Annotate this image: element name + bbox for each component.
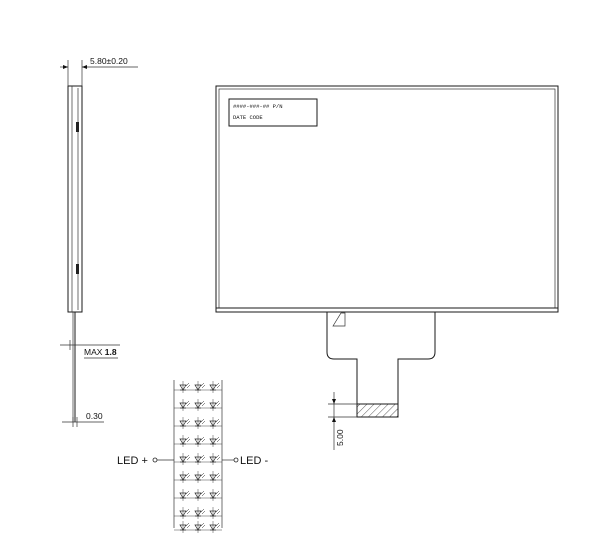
led-symbol-icon [209, 435, 221, 447]
side-view-clip-top [76, 122, 79, 132]
panel-inner-outline [218, 88, 556, 309]
led-symbol-icon [209, 417, 221, 429]
led-symbol-icon [179, 521, 191, 533]
led-symbol-icon [179, 399, 191, 411]
backlight-led-circuit: LED + LED - [117, 380, 268, 533]
led-symbol-icon [194, 399, 206, 411]
side-view: 5.80±0.20 MAX 1.8 0.30 [60, 56, 138, 427]
fpc-thickness-dimension: 0.30 [62, 411, 104, 427]
led-symbol-icon [209, 399, 221, 411]
led-minus-label: LED - [240, 455, 268, 467]
led-symbol-icon [194, 381, 206, 393]
led-symbol-icon [194, 453, 206, 465]
max-thickness-dimension: MAX 1.8 [60, 340, 120, 359]
led-symbol-icon [179, 507, 191, 519]
fpc-thickness-text: 0.30 [86, 411, 103, 421]
max-value: 1.8 [105, 347, 117, 357]
led-symbol-icon [194, 489, 206, 501]
thickness-dimension: 5.80±0.20 [60, 56, 138, 86]
part-number-label: ####-###-## P/N [233, 103, 283, 110]
led-symbol-icon [194, 507, 206, 519]
led-symbol-icon [194, 471, 206, 483]
label-box [228, 98, 318, 127]
max-label: MAX [84, 347, 105, 357]
max-thickness-text: MAX 1.8 [84, 347, 117, 357]
led-symbol-icon [194, 417, 206, 429]
front-view: ####-###-## P/N DATE CODE 5.00 [215, 85, 559, 450]
led-symbol-icon [179, 381, 191, 393]
led-symbol-icon [179, 471, 191, 483]
led-symbol-icon [179, 489, 191, 501]
fpc-fold-tab [332, 312, 346, 327]
led-symbol-icon [209, 471, 221, 483]
led-symbol-icon [179, 417, 191, 429]
led-symbol-icon [209, 453, 221, 465]
led-symbol-icon [209, 521, 221, 533]
side-view-clip-bottom [76, 264, 79, 274]
led-symbol-icon [194, 435, 206, 447]
led-symbol-icon [209, 381, 221, 393]
led-symbol-icon [179, 453, 191, 465]
fpc-length-text: 5.00 [335, 429, 345, 446]
thickness-dimension-text: 5.80±0.20 [90, 56, 128, 66]
fpc-contact-area [356, 403, 399, 418]
panel-outline [215, 85, 559, 313]
date-code-label: DATE CODE [233, 114, 263, 121]
side-view-body [67, 85, 83, 313]
led-symbol-icon [209, 489, 221, 501]
led-symbol-icon [209, 507, 221, 519]
led-symbol-icon [194, 521, 206, 533]
led-symbol-icon [179, 435, 191, 447]
led-array [174, 381, 222, 533]
led-plus-label: LED + [117, 455, 148, 467]
fpc-length-dimension: 5.00 [328, 392, 357, 450]
